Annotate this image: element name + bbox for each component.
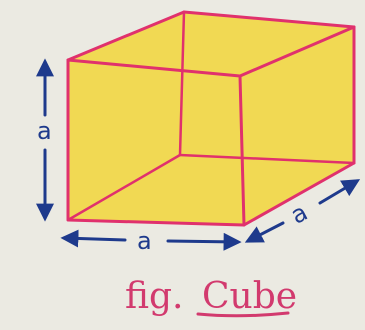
caption-underline	[196, 311, 290, 318]
top-left-edge	[66, 10, 186, 62]
top-right-edge	[238, 25, 356, 78]
hidden-bottom-left-edge	[66, 153, 182, 222]
top-back-edge	[182, 10, 356, 29]
height-label: a	[37, 117, 52, 145]
depth-arrow-down	[244, 221, 285, 243]
width-arrow-right	[166, 232, 242, 251]
hidden-vertical-edge	[178, 10, 186, 157]
width-label: a	[137, 227, 152, 255]
bottom-right-edge	[242, 161, 356, 227]
visible-edges	[66, 10, 356, 227]
caption-name: Cube	[202, 276, 297, 317]
dimension-arrows	[36, 58, 361, 251]
caption-prefix: fig.	[125, 276, 184, 317]
width-arrow-left	[60, 229, 127, 248]
hidden-bottom-back-edge	[178, 153, 356, 165]
depth-arrow-up	[318, 179, 361, 205]
hidden-edges	[66, 10, 356, 222]
